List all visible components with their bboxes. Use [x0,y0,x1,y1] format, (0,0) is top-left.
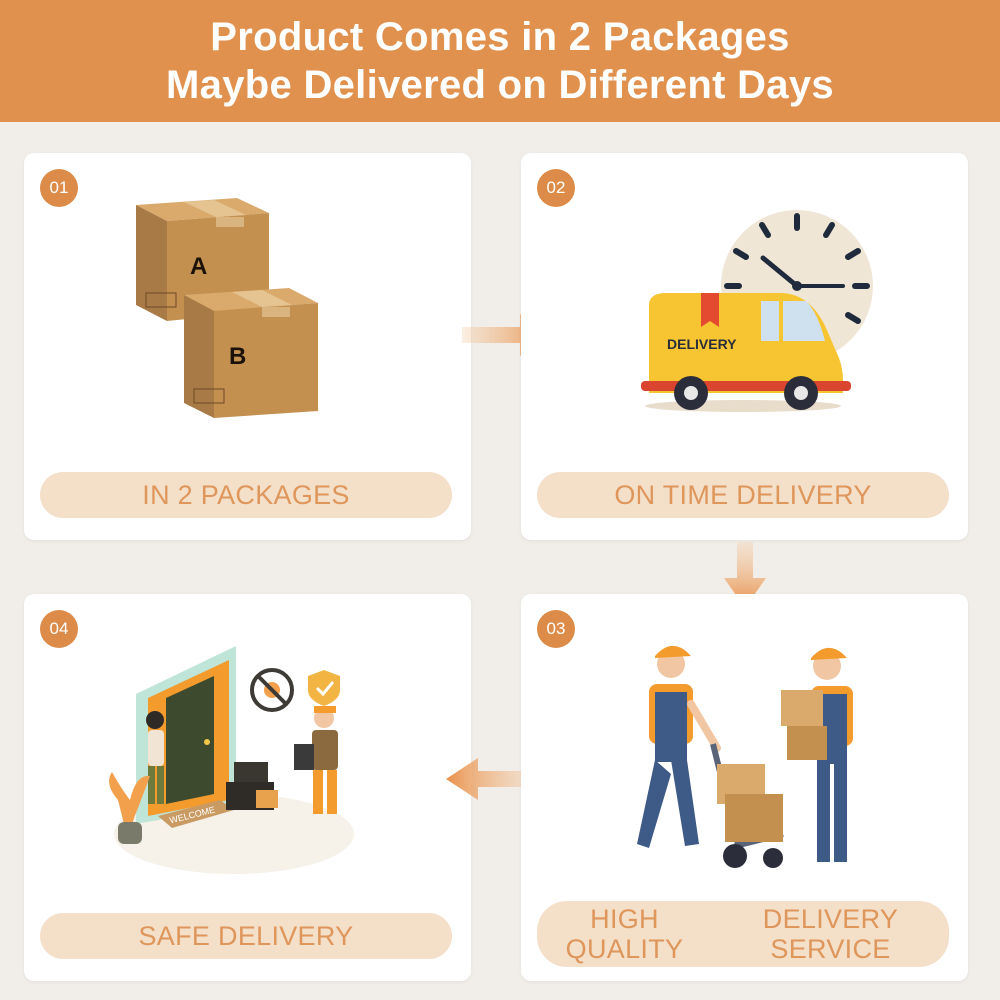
step-label-line2: DELIVERY SERVICE [762,904,899,964]
step-card-on-time: 02 [521,153,968,540]
arrow-down-icon [724,542,766,608]
virus-prohibited-icon [250,668,294,712]
arrow-left-icon [446,758,536,800]
box-b-label: B [229,343,246,370]
step-label-line1: HIGH QUALITY [565,904,684,964]
step-label: ON TIME DELIVERY [537,472,949,518]
box-a-label: A [190,253,207,280]
step-number-badge: 02 [537,169,575,207]
banner-title: Product Comes in 2 Packages [210,15,790,59]
step-number-badge: 01 [40,169,78,207]
clock-icon: DELIVERY [641,210,873,412]
step-number-badge: 03 [537,610,575,648]
shield-check-icon [308,670,340,706]
header-banner: Product Comes in 2 Packages Maybe Delive… [0,0,1000,122]
banner-subtitle: Maybe Delivered on Different Days [166,63,834,107]
step-label: HIGH QUALITY DELIVERY SERVICE [537,901,949,967]
step-card-packages: 01 A B IN 2 PACKAGES [24,153,471,540]
door-icon: WELCOME [109,646,354,874]
step-card-safe: 04 WELCOME [24,594,471,981]
step-label: IN 2 PACKAGES [40,472,452,518]
van-text: DELIVERY [667,336,737,352]
delivery-van-icon: DELIVERY [641,293,851,410]
package-box-icon: A B [136,198,318,418]
step-number-badge: 04 [40,610,78,648]
worker-icon [637,645,853,868]
step-label: SAFE DELIVERY [40,913,452,959]
step-card-service: 03 HIGH QUALITY DELIVERY SERVICE [521,594,968,981]
